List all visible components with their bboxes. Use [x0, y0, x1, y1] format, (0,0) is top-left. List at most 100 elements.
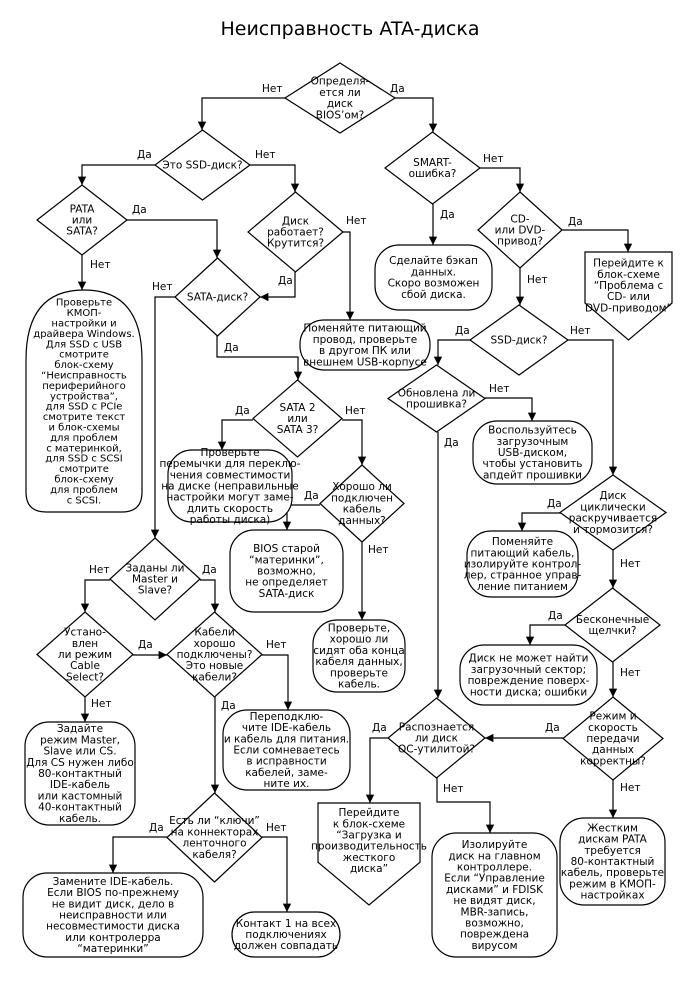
diamond-shape	[153, 129, 252, 201]
node-text-line: длить скорость	[187, 503, 273, 515]
node-text-line: блок-схему	[54, 360, 113, 371]
connector-arrow	[525, 624, 565, 645]
node-text-line: для проблем	[50, 433, 118, 444]
round-shape	[299, 319, 431, 371]
node-text-line: не видят диск,	[453, 895, 535, 907]
edge-label: Да	[221, 700, 236, 712]
edge-label: Нет	[527, 274, 547, 286]
node-text: Это SSD-диск?	[162, 160, 242, 172]
diamond-shape	[252, 379, 343, 458]
diagram-title: Неисправность ATA-диска	[220, 18, 480, 40]
node-text-line: драйвера Windows.	[33, 329, 134, 340]
diamond-shape	[283, 62, 397, 134]
node-text-line: настройках	[580, 890, 644, 902]
node-text-line: Режим и	[589, 711, 636, 723]
edge-label: Да	[235, 405, 250, 417]
diamond-shape	[36, 184, 128, 256]
node-text-line: Изолируйте	[462, 839, 528, 851]
edge-label: Нет	[620, 558, 640, 570]
edge-q_clicks-to-q_mode: Нет	[608, 662, 640, 697]
round-shape	[431, 832, 558, 958]
node-text-line: Хорошо ли	[332, 481, 392, 493]
edge-q_cs-to-q_cables: Да	[133, 639, 167, 660]
edge-q_spin-to-box_powercable: Да	[517, 498, 563, 531]
node-text-line: перемычки для переклю-	[159, 458, 300, 470]
edge-q_ms-to-q_cs: Нет	[80, 564, 110, 612]
node-text-line: в исправности	[246, 756, 326, 768]
node-text-line: на коннекторах	[171, 826, 259, 838]
connector-arrow	[562, 229, 633, 252]
edge-label: Да	[138, 639, 153, 651]
node-text-line: ление питанием	[477, 581, 568, 593]
connector-arrow	[200, 579, 220, 612]
node-text-line: 80-контактный	[38, 768, 122, 780]
edge-q_works-to-box_power: Нет	[343, 215, 366, 320]
round-shape	[459, 644, 598, 706]
edge-q_sata23-to-box_jumpers: Да	[217, 405, 253, 450]
node-text-line: CD-	[510, 213, 529, 225]
edge-label: Нет	[345, 405, 365, 417]
node-text-line: Распознается	[399, 721, 474, 733]
edge-q_cables-to-q_keys: Да	[210, 697, 236, 793]
node-text-line: SMART-	[413, 157, 452, 169]
node-text-line: смотрите текст	[43, 412, 126, 423]
node-text-line: или контролерра	[65, 932, 160, 944]
edge-label: Да	[278, 275, 293, 287]
connector-arrow	[260, 272, 296, 302]
round-shape	[231, 911, 341, 958]
node-text-line: Есть ли “ключи”	[169, 815, 260, 827]
node-text-line: влен	[72, 638, 98, 650]
connector-arrow	[127, 219, 222, 258]
edge-q_cd-to-q_ssd2: Нет	[515, 268, 547, 305]
node-text-line: SATA?	[66, 226, 98, 238]
node-text-line: SATA-диск	[259, 588, 315, 600]
node-text-line: IDE-кабель	[50, 779, 110, 791]
node-text-line: Диск	[282, 215, 309, 227]
connector-arrow	[80, 579, 110, 612]
connector-arrow	[262, 836, 292, 912]
node-text-line: раскручивается	[569, 513, 657, 525]
connector-arrow	[395, 97, 438, 132]
edge-q_satadisk-to-q_sata23: Да	[216, 336, 303, 380]
edge-label: Нет	[346, 215, 366, 227]
round-shape	[472, 420, 593, 485]
node-text-line: повреждение поверх-	[468, 675, 590, 687]
node-text-line: Если сомневаетесь	[233, 745, 339, 757]
round-shape	[24, 721, 136, 826]
node-text-line: ните их.	[264, 778, 310, 790]
node-text-line: Если “Управление	[444, 873, 545, 885]
node-text-line: вирусом	[471, 940, 517, 952]
edge-label: Да	[132, 204, 147, 216]
node-text-line: корректны?	[580, 755, 646, 767]
node-text-line: периферийного	[42, 381, 126, 392]
edge-q_os-to-box_perf: Да	[365, 722, 388, 803]
node-text-line: Проверьте	[200, 447, 259, 459]
node-text-line: данных	[592, 744, 634, 756]
edge-label: Да	[548, 610, 563, 622]
diamond-shape	[468, 304, 570, 376]
node-text-line: данных?	[338, 515, 386, 527]
diamond-shape	[166, 792, 263, 883]
edge-q_ssd2-to-q_spin: Нет	[568, 325, 618, 475]
diamond-shape	[562, 696, 664, 781]
node-text-line: USB-диском,	[498, 447, 567, 459]
node-text-line: кабели?	[192, 671, 237, 683]
node-text-line: ли режим	[58, 649, 112, 661]
node-text: SMART-ошибка?	[409, 157, 457, 180]
node-text-line: “Неисправность	[41, 371, 127, 382]
edge-label: Нет	[483, 153, 503, 165]
